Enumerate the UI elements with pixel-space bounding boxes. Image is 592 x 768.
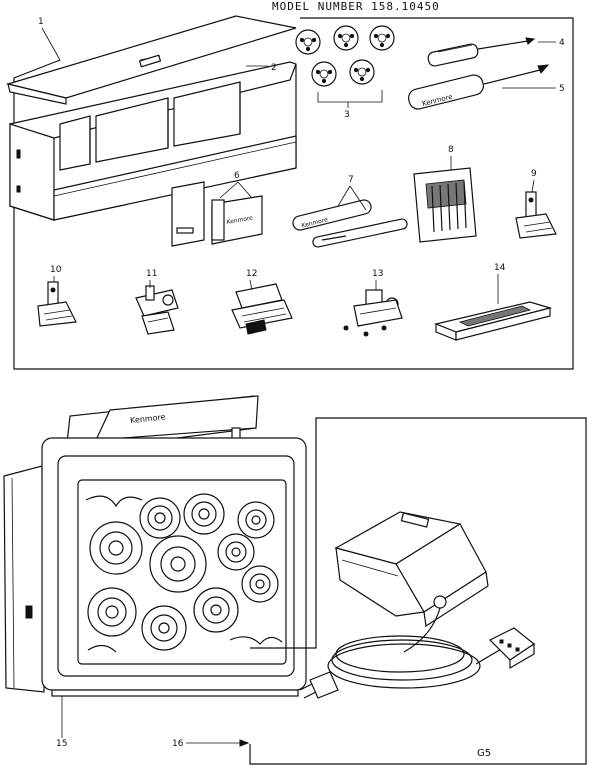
case-handle-brand: Kenmore — [130, 412, 166, 425]
foot-control-icon — [299, 511, 536, 699]
callout-4: 4 — [559, 38, 565, 48]
callout-10: 10 — [50, 265, 62, 275]
feed-cover-plate-icon — [434, 301, 553, 341]
callout-1: 1 — [38, 17, 44, 27]
callout-8: 8 — [448, 145, 454, 155]
buttonhole-foot-icon — [231, 283, 293, 335]
special-foot-icon — [343, 289, 403, 337]
callout-2: 2 — [271, 63, 277, 73]
foot-control-panel-frame — [249, 417, 587, 765]
accessory-cards-icon: Kenmore — [171, 181, 263, 247]
callout-15: 15 — [56, 739, 67, 749]
card-brand-label: Kenmore — [226, 214, 254, 226]
zipper-foot-icon — [135, 285, 179, 335]
needle-pack-icon — [413, 167, 477, 243]
callout-14: 14 — [494, 263, 506, 273]
accessory-box-icon — [5, 15, 297, 221]
callout-6: 6 — [234, 171, 240, 181]
screwdriver-small-icon — [427, 37, 536, 67]
callout-7: 7 — [348, 175, 354, 185]
presser-foot-icon — [515, 191, 557, 239]
callout-16: 16 — [172, 739, 184, 749]
top-panel-frame — [13, 17, 574, 370]
callout-12: 12 — [246, 269, 257, 279]
bobbins-icon — [295, 25, 395, 87]
callout-13: 13 — [372, 269, 383, 279]
callout-11: 11 — [146, 269, 157, 279]
carrying-case-icon: Kenmore — [3, 395, 307, 697]
presser-foot-10-icon — [37, 281, 77, 327]
seam-ripper-icon: Kenmore — [292, 199, 408, 248]
callout-5: 5 — [559, 84, 565, 94]
page-code: G5 — [477, 748, 491, 759]
callout-9: 9 — [531, 169, 537, 179]
model-number-title: MODEL NUMBER 158.10450 — [272, 0, 440, 13]
callout-3: 3 — [344, 110, 350, 120]
